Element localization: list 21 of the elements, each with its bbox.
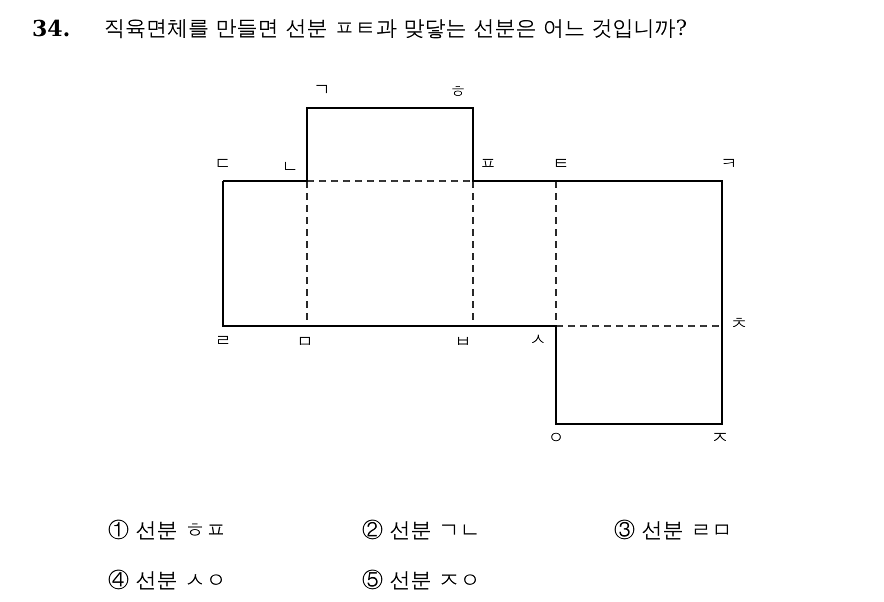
vertex-label: ㅇ (548, 430, 564, 447)
vertex-label: ㅊ (730, 316, 748, 333)
vertex-label: ㄴ (282, 159, 298, 176)
vertex-label: ㄹ (214, 333, 232, 350)
answer-choice: ③ 선분 ㄹㅁ (614, 520, 732, 541)
vertex-label: ㅂ (454, 334, 472, 351)
question-number: 34. (32, 18, 70, 40)
answer-choice: ⑤ 선분 ㅈㅇ (362, 570, 480, 591)
vertex-label: ㄱ (314, 82, 330, 99)
vertex-label: ㄷ (214, 156, 232, 173)
vertex-label: ㅍ (480, 156, 496, 173)
vertex-label: ㅎ (450, 84, 466, 101)
vertex-label: ㅈ (712, 430, 728, 447)
answer-choice: ② 선분 ㄱㄴ (362, 520, 480, 541)
vertex-label: ㅌ (552, 156, 570, 173)
vertex-label: ㅅ (530, 332, 546, 349)
question-text: 직육면체를 만들면 선분 ㅍㅌ과 맞닿는 선분은 어느 것입니까? (104, 18, 687, 39)
vertex-label: ㅋ (720, 156, 738, 173)
answer-choice: ① 선분 ㅎㅍ (108, 520, 226, 541)
vertex-label: ㅁ (296, 334, 314, 351)
answer-choice: ④ 선분 ㅅㅇ (108, 570, 226, 591)
